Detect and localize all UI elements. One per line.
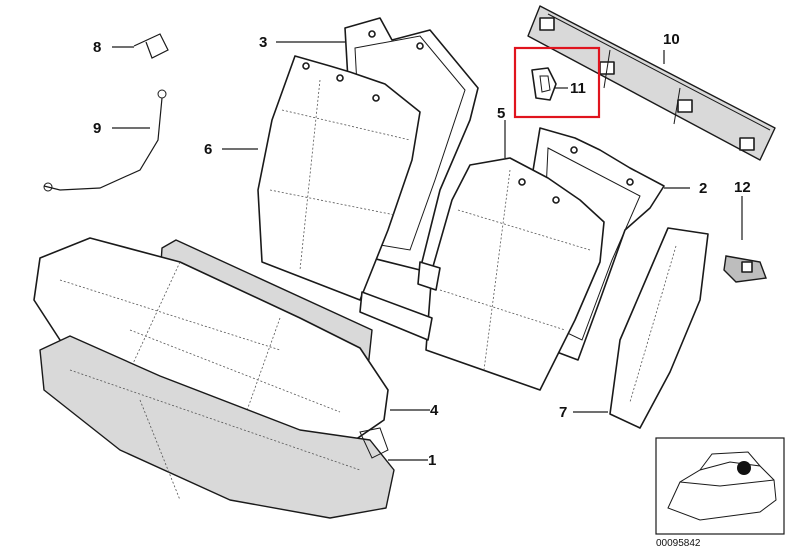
part-1-seat-base xyxy=(39,335,395,519)
callout-3: 3 xyxy=(259,34,267,51)
part-5-backrest-cushion xyxy=(425,157,605,391)
callout-7: 7 xyxy=(559,404,567,421)
highlight-frame xyxy=(513,46,601,119)
callout-9: 9 xyxy=(93,120,101,137)
part-6-backrest-cushion xyxy=(257,55,421,301)
callout-6: 6 xyxy=(204,141,212,158)
part-7-side-bolster xyxy=(609,227,709,429)
part-11-clip-group xyxy=(513,46,601,119)
vehicle-locator-inset: 00095842 xyxy=(655,437,785,549)
reference-number: 00095842 xyxy=(656,538,701,549)
callout-2: 2 xyxy=(699,180,707,197)
callout-4: 4 xyxy=(430,402,439,419)
callout-12: 12 xyxy=(734,179,751,196)
trim-strip xyxy=(359,261,441,341)
part-12-clip xyxy=(723,255,767,283)
part-8-wire-hook xyxy=(133,33,169,59)
part-10-bolster xyxy=(527,5,776,161)
callout-8: 8 xyxy=(93,39,101,56)
part-11-clip xyxy=(531,67,557,101)
callout-10: 10 xyxy=(663,31,680,48)
callout-5: 5 xyxy=(497,105,505,122)
callout-11: 11 xyxy=(570,80,586,97)
part-9-cable xyxy=(43,89,167,192)
leader-lines xyxy=(112,41,743,461)
callout-1: 1 xyxy=(428,452,436,469)
